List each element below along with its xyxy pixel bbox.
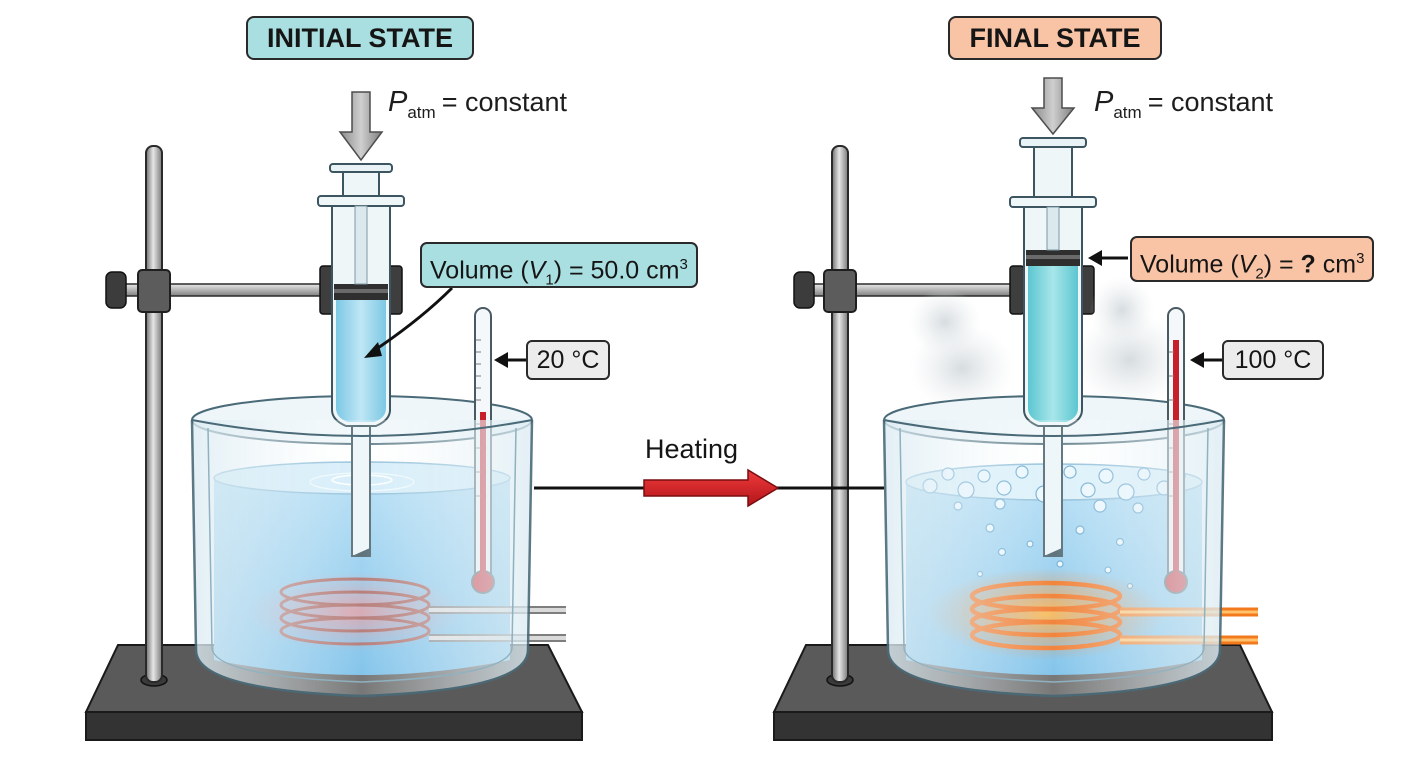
volume-exponent: 3 xyxy=(679,256,688,273)
initial-apparatus xyxy=(84,145,584,741)
clamp-jaw-right-a xyxy=(1009,265,1025,315)
pressure-text: = constant xyxy=(441,87,568,117)
pressure-arrow-right xyxy=(1030,77,1076,136)
stand-rod-left xyxy=(145,145,163,683)
pressure-arrow-left xyxy=(338,91,384,162)
final-state-title: FINAL STATE xyxy=(948,16,1162,60)
volume-value: ) = 50.0 cm xyxy=(553,256,680,285)
clamp-boss-right xyxy=(823,269,857,313)
clamp-knob-left xyxy=(105,271,127,309)
volume-pointer-left xyxy=(371,286,454,354)
volume-subscript: 1 xyxy=(545,271,554,289)
volume-exponent: 3 xyxy=(1356,250,1365,267)
volume-unit: cm xyxy=(1315,250,1357,279)
pressure-subscript: atm xyxy=(1113,103,1142,122)
pressure-label-right: Patm = constant xyxy=(1094,86,1274,122)
pressure-symbol: P xyxy=(388,86,408,118)
pressure-text: = constant xyxy=(1147,87,1274,117)
beaker-right xyxy=(882,419,1226,698)
initial-volume-callout: Volume (V1) = 50.0 cm3 xyxy=(420,242,698,288)
volume-unknown: ? xyxy=(1300,250,1316,279)
steam xyxy=(909,276,1186,412)
syringe-liquid-left xyxy=(336,300,386,422)
volume-subscript: 2 xyxy=(1255,265,1264,283)
volume-equals: ) = xyxy=(1263,250,1301,279)
final-volume-callout: Volume (V2) = ? cm3 xyxy=(1130,236,1375,283)
pressure-subscript: atm xyxy=(407,103,436,122)
volume-prefix: Volume ( xyxy=(430,256,529,285)
stand-rod-right xyxy=(831,145,849,683)
heating-arrow xyxy=(643,468,780,508)
volume-symbol: V xyxy=(1238,250,1256,279)
clamp-knob-right xyxy=(793,271,815,309)
volume-symbol: V xyxy=(528,256,546,285)
stand-base-right-front xyxy=(773,711,1273,741)
beaker-left xyxy=(190,419,534,698)
final-temperature-label: 100 °C xyxy=(1222,340,1324,380)
initial-temperature-label: 20 °C xyxy=(526,340,610,380)
final-apparatus xyxy=(772,137,1274,741)
heating-label: Heating xyxy=(645,434,739,464)
clamp-boss-left xyxy=(137,269,171,313)
volume-prefix: Volume ( xyxy=(1140,250,1239,279)
pressure-label-left: Patm = constant xyxy=(388,86,568,122)
syringe-liquid-right xyxy=(1028,266,1078,422)
stand-base-left-front xyxy=(85,711,583,741)
initial-state-title: INITIAL STATE xyxy=(246,16,474,60)
pressure-symbol: P xyxy=(1094,86,1114,118)
